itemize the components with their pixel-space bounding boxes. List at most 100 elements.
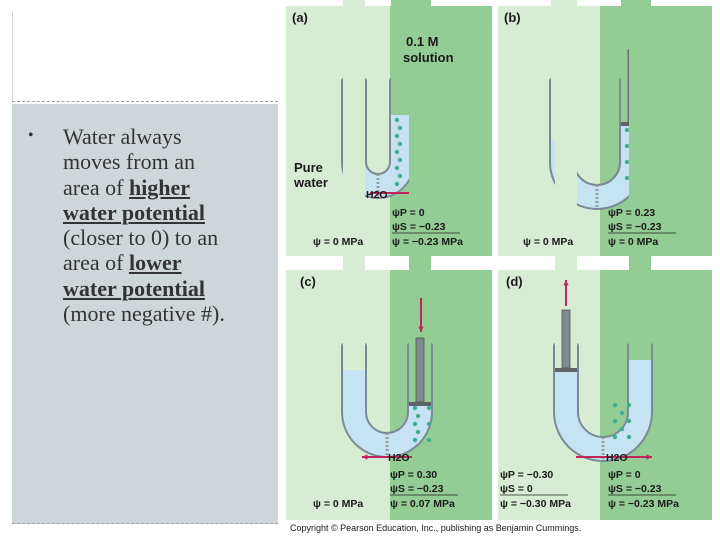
slide-body-background	[12, 104, 278, 524]
piston-d-plunger	[555, 368, 577, 372]
divider	[12, 523, 278, 524]
panel-d-psi-p: ψP = 0	[608, 469, 641, 481]
solute-dot	[394, 117, 400, 123]
solution-concentration: 0.1 M	[406, 34, 439, 49]
solute-dot	[394, 133, 400, 139]
h2o-label-a: H2O	[366, 189, 388, 201]
panel-d-left-psi-s: ψS = 0	[500, 483, 533, 495]
tube-b-inner-wall	[573, 80, 621, 186]
panel-c-label: (c)	[300, 274, 316, 289]
panel-d-left-psi: ψ = −0.30 MPa	[500, 498, 571, 510]
tube-c-air-right	[409, 0, 431, 405]
panel-c-psi-p: ψP = 0.30	[390, 469, 438, 481]
panel-a-psi: ψ = −0.23 MPa	[392, 236, 463, 248]
h2o-arrow-d-head	[646, 454, 652, 460]
bullet-dot-icon: •	[28, 127, 34, 144]
solute-dot	[394, 149, 400, 155]
solute-dot	[394, 165, 400, 171]
solute-dot	[624, 143, 630, 149]
panel-c-left-psi: ψ = 0 MPa	[313, 498, 364, 510]
solute-dot	[412, 437, 418, 443]
bullet-line: water potential	[63, 276, 278, 301]
h2o-arrow-c-head	[362, 454, 368, 460]
bullet-text: (closer to 0) to an	[63, 225, 219, 251]
solute-dot	[397, 157, 403, 163]
piston-d-rod	[561, 309, 571, 369]
panel-a-psi-s: ψS = −0.23	[392, 221, 446, 233]
panel-a-psi-p: ψP = 0	[392, 207, 425, 219]
piston-c-plunger	[409, 402, 431, 406]
slide-title-area	[12, 12, 279, 102]
bullet-text: area of	[63, 174, 129, 200]
solute-dot	[612, 402, 618, 408]
solute-dot	[626, 434, 632, 440]
solute-dot	[397, 141, 403, 147]
tube-c-air-left	[343, 0, 365, 370]
bullet-text: Water always	[63, 124, 182, 149]
solute-dot	[397, 173, 403, 179]
panel-d-psi-s: ψS = −0.23	[608, 483, 662, 495]
solute-dot	[426, 405, 432, 411]
panel-a-left-psi: ψ = 0 MPa	[313, 236, 364, 248]
tube-c-inner-wall	[365, 345, 409, 434]
pure-water-label-2: water	[294, 175, 328, 190]
pull-arrow-d-head	[563, 280, 569, 286]
solute-dot	[394, 181, 400, 187]
emphasis-text: lower	[128, 250, 182, 276]
panel-b-psi-s: ψS = −0.23	[608, 221, 662, 233]
divider	[12, 101, 278, 102]
solute-dot	[412, 421, 418, 427]
panel-d	[498, 270, 712, 520]
bullet-line: (closer to 0) to an	[63, 225, 278, 250]
panel-b-label: (b)	[504, 10, 521, 25]
solute-dot	[619, 426, 625, 432]
panel-b-left-psi: ψ = 0 MPa	[523, 236, 574, 248]
solute-dot	[412, 405, 418, 411]
panel-b	[498, 6, 712, 256]
h2o-label-d: H2O	[606, 452, 628, 464]
solute-dot	[624, 127, 630, 133]
panel-a-label: (a)	[292, 10, 308, 25]
h2o-label-c: H2O	[388, 452, 410, 464]
panel-c-psi-s: ψS = −0.23	[390, 483, 444, 495]
solute-dot	[612, 434, 618, 440]
bullet-line: water potential	[63, 200, 278, 225]
solute-dot	[612, 418, 618, 424]
solute-dot	[626, 402, 632, 408]
tube-a-air-right	[391, 0, 413, 115]
solute-dot	[624, 159, 630, 165]
solute-dot	[397, 125, 403, 131]
panel-a	[286, 6, 492, 256]
bullet-line: area of higher	[63, 175, 278, 200]
tube-d-air-left	[555, 0, 577, 372]
bullet-text: area of	[63, 250, 129, 276]
copyright-notice: Copyright © Pearson Education, Inc., pub…	[290, 523, 582, 533]
panel-d-psi: ψ = −0.23 MPa	[608, 498, 679, 510]
bullet-line: (more negative #).	[63, 301, 278, 326]
panel-c-psi: ψ = 0.07 MPa	[390, 498, 455, 510]
emphasis-text: water potential	[63, 199, 205, 225]
solute-dot	[619, 410, 625, 416]
tube-d-air-right	[629, 0, 651, 360]
solute-dot	[426, 421, 432, 427]
panel-d-left-psi-p: ψP = −0.30	[500, 469, 554, 481]
panel-b-psi-p: ψP = 0.23	[608, 207, 656, 219]
solute-dot	[426, 437, 432, 443]
press-arrow-c-head	[418, 326, 424, 332]
tube-d-inner-wall	[577, 345, 629, 438]
panel-d-label: (d)	[506, 274, 523, 289]
solute-dot	[624, 175, 630, 181]
tube-d-water	[555, 0, 651, 460]
solution-label: solution	[403, 50, 454, 65]
solute-dot	[415, 413, 421, 419]
bullet-text: (more negative #).	[63, 301, 225, 327]
tube-d-outer-wall	[553, 345, 653, 462]
tube-a-inner-wall	[365, 80, 391, 175]
pure-water-label-1: Pure	[294, 160, 323, 175]
panel-c	[286, 270, 492, 520]
emphasis-text: higher	[128, 174, 191, 200]
